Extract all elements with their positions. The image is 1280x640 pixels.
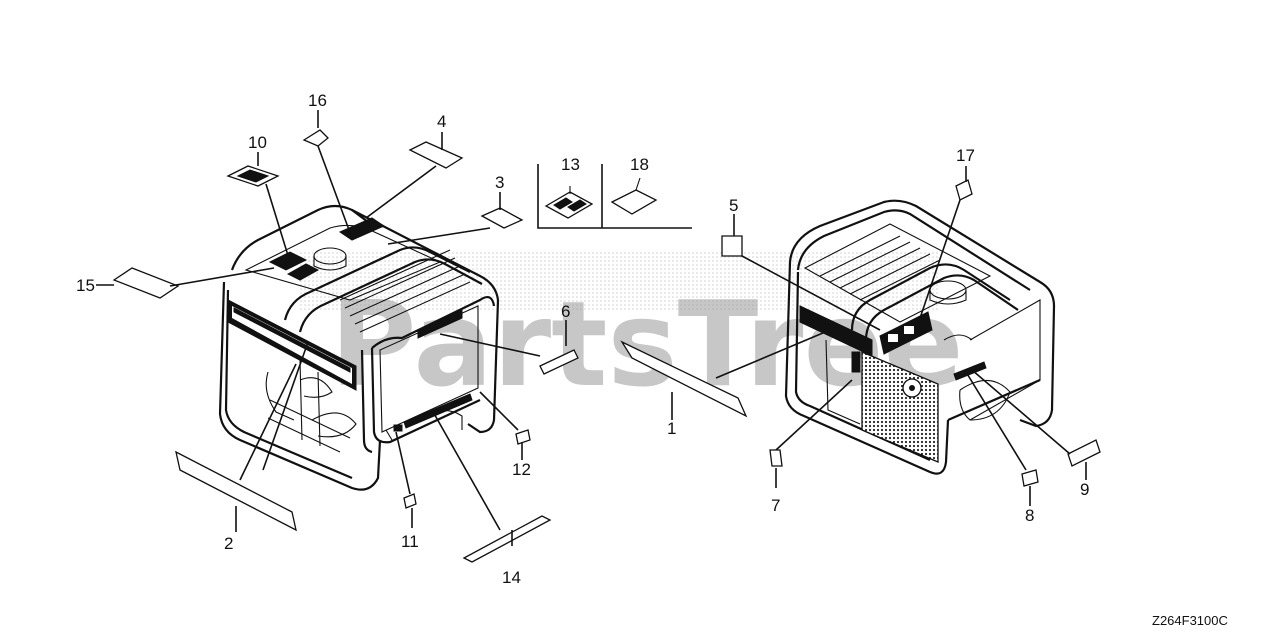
callout-1: 1 — [667, 419, 676, 438]
decal-9 — [1067, 439, 1101, 467]
callout-numbers: 16 10 4 3 13 18 15 5 6 17 1 12 11 2 14 7… — [76, 91, 1089, 587]
decal-16 — [302, 129, 329, 147]
callout-8: 8 — [1025, 506, 1034, 525]
inset-box — [537, 164, 692, 229]
callout-9: 9 — [1080, 480, 1089, 499]
decal-4 — [408, 141, 464, 169]
callout-15: 15 — [76, 276, 95, 295]
callout-6: 6 — [561, 302, 570, 321]
loose-decals — [112, 129, 1101, 563]
decal-15 — [112, 267, 180, 299]
decal-14 — [462, 515, 552, 563]
generator-right-view — [784, 199, 1056, 475]
drawing-code: Z264F3100C — [1152, 613, 1228, 628]
generator-left-view — [218, 204, 500, 491]
decal-11 — [403, 493, 417, 509]
decal-2 — [175, 450, 297, 532]
decal-6 — [539, 349, 579, 375]
callout-5: 5 — [729, 196, 738, 215]
callout-7: 7 — [771, 496, 780, 515]
callout-12: 12 — [512, 460, 531, 479]
callout-3: 3 — [495, 173, 504, 192]
decal-8 — [1021, 469, 1039, 487]
callout-16: 16 — [308, 91, 327, 110]
cooling-fins-right — [819, 235, 941, 301]
leader-lines — [96, 110, 1087, 546]
decal-1 — [620, 340, 748, 418]
decal-12 — [515, 429, 531, 445]
callout-11: 11 — [401, 532, 419, 551]
callout-17: 17 — [956, 146, 975, 165]
callout-13: 13 — [561, 155, 580, 174]
callout-14: 14 — [502, 568, 521, 587]
callout-2: 2 — [224, 534, 233, 553]
decal-18 — [610, 189, 658, 215]
callout-10: 10 — [248, 133, 267, 152]
callout-4: 4 — [437, 112, 446, 131]
cooling-fins-left — [339, 249, 471, 333]
decal-7 — [769, 449, 783, 467]
callout-18: 18 — [630, 155, 649, 174]
decal-3 — [480, 207, 524, 229]
decal-17 — [955, 179, 973, 201]
decal-5 — [721, 235, 743, 257]
decal-13 — [544, 191, 594, 219]
